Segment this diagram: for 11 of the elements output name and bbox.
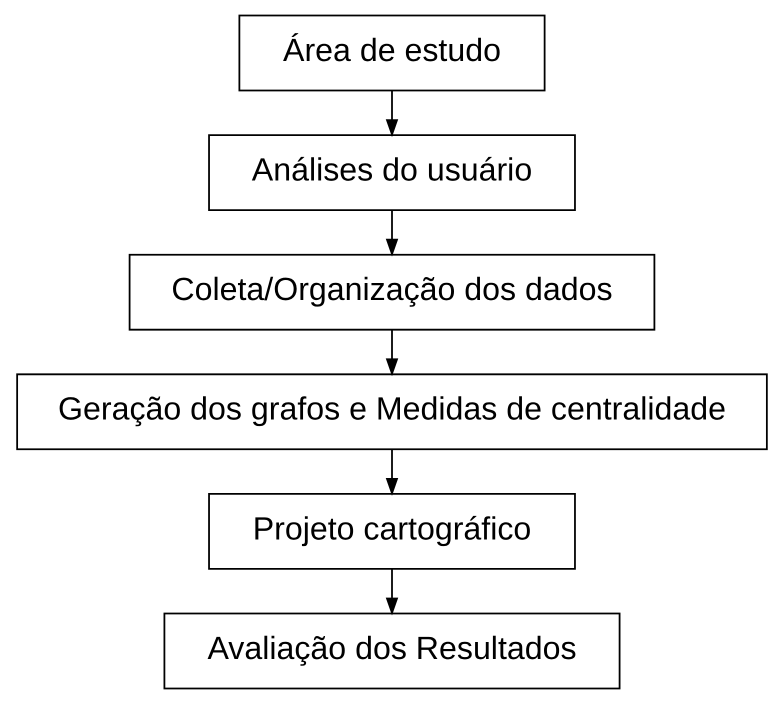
node-box: Avaliação dos Resultados — [164, 612, 620, 690]
arrow — [386, 90, 398, 138]
node-box: Projeto cartográfico — [208, 493, 576, 570]
node-box: Análises do usuário — [208, 134, 576, 211]
arrow — [386, 210, 398, 257]
arrow — [386, 450, 398, 496]
arrow — [386, 330, 398, 376]
node-box: Área de estudo — [238, 14, 546, 92]
node-box: Coleta/Organização dos dados — [128, 254, 656, 331]
arrow — [386, 569, 398, 616]
node-box: Geração dos grafos e Medidas de centralidade — [16, 373, 768, 450]
